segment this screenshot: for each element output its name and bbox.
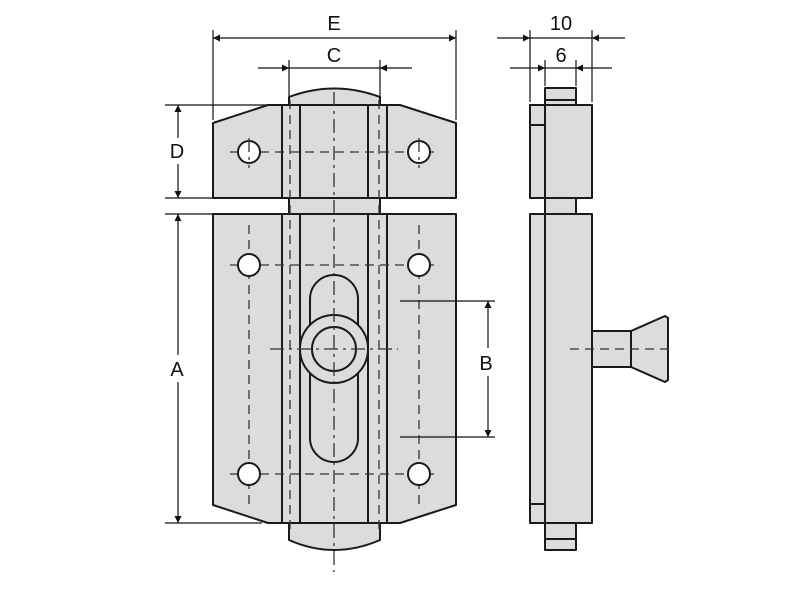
dimension-label-6: 6 (555, 45, 566, 67)
side-bottom-plate (529, 213, 593, 524)
dimension-d: D (165, 104, 268, 199)
dimension-b: B (400, 300, 495, 438)
side-top-plate (529, 104, 593, 199)
side-bolt-middle (544, 197, 577, 215)
guide-edges (281, 105, 388, 523)
side-view (529, 87, 672, 551)
dimension-label-b: B (479, 353, 492, 375)
dimension-label-10: 10 (550, 13, 572, 35)
side-bolt-bottom (544, 522, 577, 551)
side-bolt-top (544, 87, 577, 106)
dimension-label-e: E (327, 13, 340, 35)
dimension-6: 6 (510, 45, 612, 86)
dimension-label-d: D (170, 141, 184, 163)
dimension-label-a: A (170, 359, 184, 381)
front-view (212, 87, 457, 572)
dimension-a: A (165, 213, 262, 524)
dimension-10: 10 (497, 13, 625, 102)
side-knob-stem (591, 330, 632, 368)
dimension-label-c: C (327, 45, 341, 67)
center-lines (248, 92, 420, 572)
dimension-c: C (258, 45, 412, 98)
